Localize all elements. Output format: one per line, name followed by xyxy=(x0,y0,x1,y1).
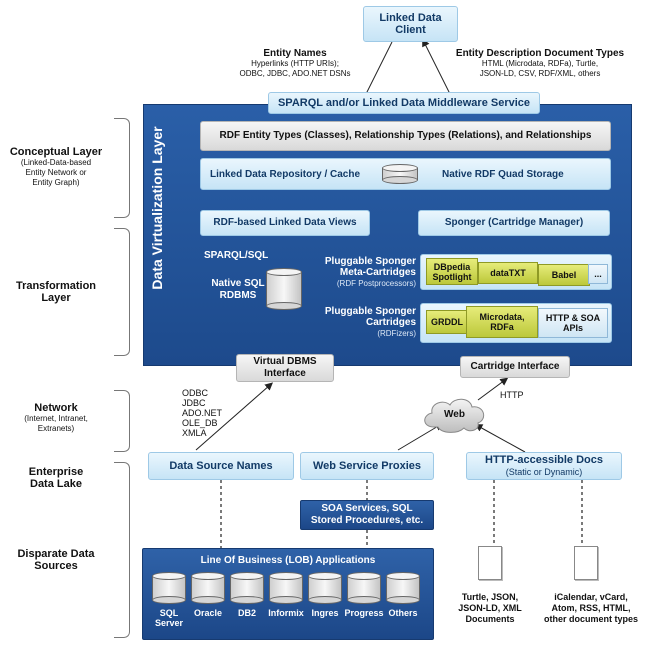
quad-storage-label: Native RDF Quad Storage xyxy=(442,169,564,180)
conceptual-layer-label: Conceptual Layer (Linked-Data-based Enti… xyxy=(9,146,103,187)
data-lake-bracket xyxy=(114,462,130,638)
web-label: Web xyxy=(444,409,465,420)
http-label: HTTP xyxy=(500,390,524,400)
entity-names-label: Entity Names Hyperlinks (HTTP URIs); ODB… xyxy=(239,48,351,78)
data-source-names: Data Source Names xyxy=(148,452,294,480)
db-icon xyxy=(386,572,420,604)
db-icon xyxy=(191,572,225,604)
db-icon xyxy=(308,572,342,604)
disparate-sources-label: Disparate Data Sources xyxy=(17,548,95,572)
repo-label: Linked Data Repository / Cache xyxy=(210,169,361,180)
web-service-proxies: Web Service Proxies xyxy=(300,452,434,480)
http-accessible-docs: HTTP-accessible Docs(Static or Dynamic) xyxy=(466,452,622,480)
repository-db-icon xyxy=(382,164,418,184)
db-label: Informix xyxy=(268,608,304,618)
document-icon xyxy=(574,546,598,580)
middleware-service: SPARQL and/or Linked Data Middleware Ser… xyxy=(268,92,540,114)
arrow-entity-docs xyxy=(422,38,453,99)
network-label: Network (Internet, Intranet, Extranets) xyxy=(24,402,88,433)
lob-applications-panel: Line Of Business (LOB) Applications xyxy=(142,548,434,640)
db-icon xyxy=(230,572,264,604)
db-label: DB2 xyxy=(237,608,256,618)
rdf-linked-data-views: RDF-based Linked Data Views xyxy=(200,210,370,236)
transformation-layer-label: Transformation Layer xyxy=(15,280,97,304)
icalendar-docs-label: iCalendar, vCard,Atom, RSS, HTML,other d… xyxy=(543,592,638,624)
babel-tile: Babel xyxy=(538,264,590,286)
datatxt-tile: dataTXT xyxy=(478,262,538,284)
rdf-entity-types: RDF Entity Types (Classes), Relationship… xyxy=(200,121,611,151)
cartridge-interface: Cartridge Interface xyxy=(460,356,570,378)
dvl-title: Data Virtualization Layer xyxy=(149,126,165,290)
arrow-entity-names xyxy=(362,41,393,102)
db-icon xyxy=(152,572,186,604)
enterprise-data-lake-label: Enterprise Data Lake xyxy=(28,466,84,490)
db-icon xyxy=(269,572,303,604)
db-label: Others xyxy=(388,608,418,618)
sponger-cartridge-manager: Sponger (Cartridge Manager) xyxy=(418,210,610,236)
native-sql-db-icon xyxy=(266,268,302,310)
transformation-bracket xyxy=(114,228,130,356)
more-meta-tile: ... xyxy=(588,264,608,284)
db-label: Ingres xyxy=(311,608,339,618)
db-icon xyxy=(347,572,381,604)
entity-doc-types-label: Entity Description Document Types HTML (… xyxy=(455,48,625,78)
web-cloud-icon xyxy=(424,398,485,433)
microdata-rdfa-tile: Microdata,RDFa xyxy=(466,306,538,338)
conceptual-bracket xyxy=(114,118,130,218)
db-label: Progress xyxy=(344,608,384,618)
db-label: Oracle xyxy=(193,608,223,618)
sparql-sql-label: SPARQL/SQL xyxy=(204,250,269,261)
document-icon xyxy=(478,546,502,580)
network-bracket xyxy=(114,390,130,452)
grddl-tile: GRDDL xyxy=(426,310,468,334)
